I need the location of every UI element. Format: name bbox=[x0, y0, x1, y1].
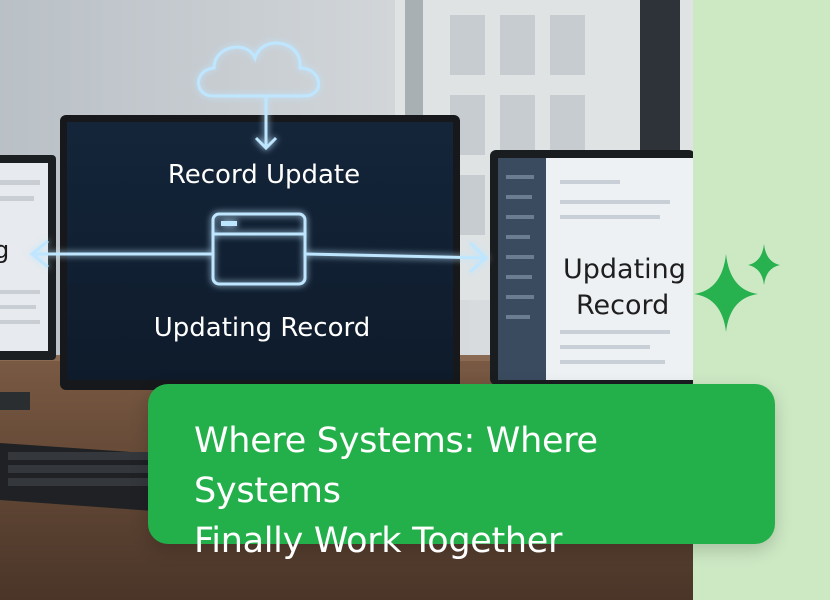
center-monitor bbox=[60, 115, 460, 390]
left-monitor: g bbox=[0, 155, 56, 410]
headline-line-2: Finally Work Together bbox=[194, 521, 563, 561]
keyboard bbox=[0, 443, 175, 512]
headline-line-1: Where Systems: Where Systems bbox=[194, 421, 598, 511]
left-monitor-text: g bbox=[0, 236, 9, 264]
right-monitor-text-line1: Updating bbox=[563, 254, 686, 285]
right-arrow-head bbox=[468, 241, 489, 274]
headline-text: Where Systems: Where Systems Finally Wor… bbox=[194, 416, 754, 566]
cloud-icon bbox=[197, 41, 321, 98]
right-monitor: Updating Record bbox=[490, 150, 693, 385]
horizontal-arrow-right bbox=[305, 252, 487, 260]
record-window-icon bbox=[211, 212, 307, 286]
cloud-label: Record Update bbox=[168, 160, 360, 190]
sparkle-icon bbox=[694, 244, 780, 332]
down-arrow-head bbox=[254, 136, 278, 151]
headline-banner: Where Systems: Where Systems Finally Wor… bbox=[148, 384, 775, 561]
monitor-caption: Updating Record bbox=[154, 313, 370, 343]
right-monitor-text-line2: Record bbox=[576, 290, 669, 321]
left-arrow-head bbox=[29, 239, 49, 269]
cloud-update-graphic bbox=[29, 41, 489, 286]
